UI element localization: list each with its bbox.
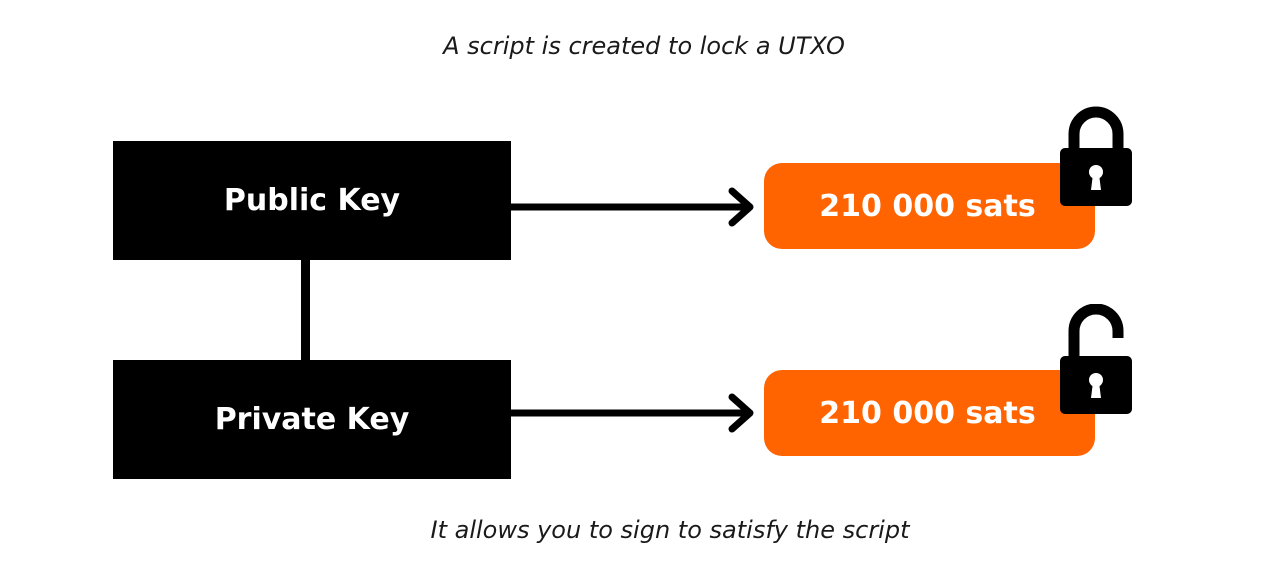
locked-utxo-amount: 210 000 sats [819, 188, 1036, 224]
public-key-box: Public Key [113, 141, 511, 260]
unlocked-utxo-amount: 210 000 sats [819, 395, 1036, 431]
private-key-box: Private Key [113, 360, 511, 479]
arrow-to-locked-output [510, 187, 754, 227]
key-pair-connector [301, 259, 310, 361]
public-key-label: Public Key [223, 183, 401, 218]
top-caption: A script is created to lock a UTXO [443, 32, 845, 60]
private-key-label: Private Key [214, 402, 410, 437]
unlocked-utxo-output: 210 000 sats [764, 370, 1095, 456]
lock-open-icon [1060, 304, 1132, 414]
lock-closed-icon [1060, 106, 1132, 206]
bottom-caption: It allows you to sign to satisfy the scr… [430, 516, 910, 544]
arrow-to-unlocked-output [510, 393, 754, 433]
locked-utxo-output: 210 000 sats [764, 163, 1095, 249]
